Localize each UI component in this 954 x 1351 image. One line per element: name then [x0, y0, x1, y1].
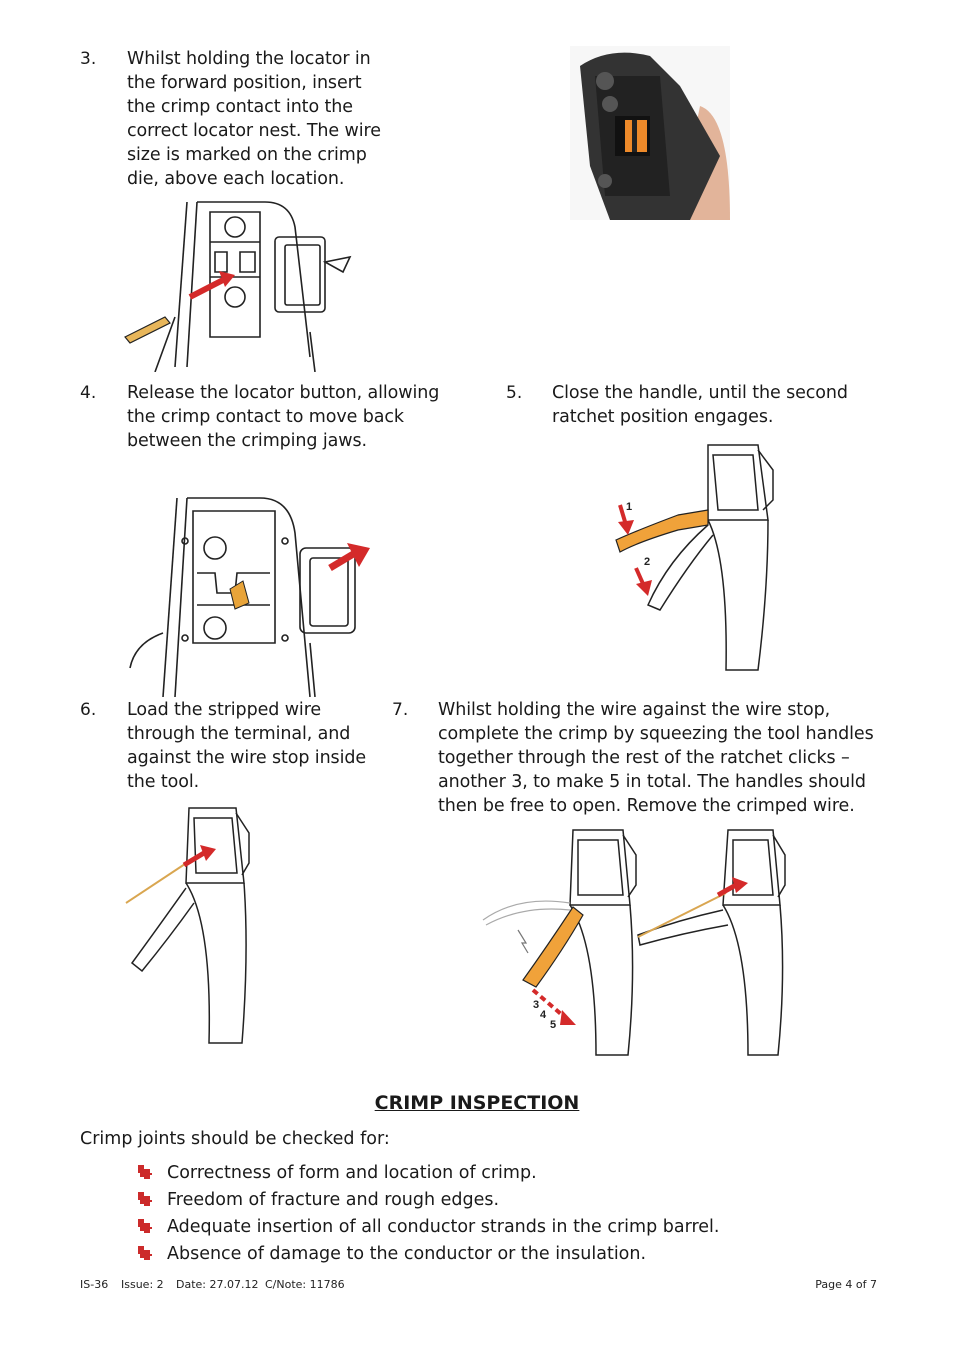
- step-4-line: Release the locator button, allowing: [127, 383, 440, 403]
- step-3-line: die, above each location.: [127, 169, 345, 189]
- footer-page-number: Page 4 of 7: [815, 1278, 877, 1291]
- step-7-line: complete the crimp by squeezing the tool…: [438, 724, 874, 744]
- bullet-text: Adequate insertion of all conductor stra…: [167, 1217, 720, 1237]
- bullet-marker-icon: [138, 1192, 152, 1206]
- arrow-label-5: 5: [550, 1019, 556, 1031]
- step-7-line: Whilst holding the wire against the wire…: [438, 700, 831, 720]
- step-6-line: against the wire stop inside: [127, 748, 367, 768]
- step-4-text: Release the locator button, allowing the…: [127, 381, 439, 453]
- step-3-line: the crimp contact into the: [127, 97, 353, 117]
- step-5-number: 5.: [506, 383, 523, 403]
- step-6-line: Load the stripped wire: [127, 700, 322, 720]
- bullet-marker-icon: [138, 1246, 152, 1260]
- step-7-complete-crimp-diagram: 3 4 5: [482, 829, 786, 1056]
- step-3-line: Whilst holding the locator in: [127, 49, 371, 69]
- step-6-line: the tool.: [127, 772, 200, 792]
- step-7-line: then be free to open. Remove the crimped…: [438, 796, 855, 816]
- step-3-text: Whilst holding the locator in the forwar…: [127, 47, 381, 191]
- footer-issue: Issue: 2: [121, 1278, 164, 1291]
- step-4-line: the crimp contact to move back: [127, 407, 404, 427]
- step-5-handle-diagram: 1 2: [615, 444, 774, 671]
- bullet-marker-icon: [138, 1165, 152, 1179]
- step-7-line: another 3, to make 5 in total. The handl…: [438, 772, 866, 792]
- step-3-line: the forward position, insert: [127, 73, 362, 93]
- step-3-line: correct locator nest. The wire: [127, 121, 381, 141]
- arrow-label-4: 4: [540, 1009, 547, 1021]
- bullet-marker-icon: [138, 1219, 152, 1233]
- arrow-label-1: 1: [626, 501, 632, 513]
- bullet-text: Correctness of form and location of crim…: [167, 1163, 537, 1183]
- step-5-line: Close the handle, until the second: [552, 383, 848, 403]
- step-6-text: Load the stripped wire through the termi…: [127, 698, 366, 794]
- step-6-number: 6.: [80, 700, 97, 720]
- arrow-label-3: 3: [533, 999, 539, 1011]
- step-7-line: together through the rest of the ratchet…: [438, 748, 850, 768]
- step-4-line: between the crimping jaws.: [127, 431, 367, 451]
- step-7-number: 7.: [392, 700, 409, 720]
- step-3-locator-diagram: [124, 201, 352, 372]
- bullet-text: Absence of damage to the conductor or th…: [167, 1244, 647, 1264]
- step-7-text: Whilst holding the wire against the wire…: [438, 698, 874, 818]
- step-3-number: 3.: [80, 49, 97, 69]
- step-4-number: 4.: [80, 383, 97, 403]
- footer-cnote: C/Note: 11786: [265, 1278, 345, 1291]
- step-5-text: Close the handle, until the second ratch…: [552, 381, 848, 429]
- step-3-line: size is marked on the crimp: [127, 145, 367, 165]
- footer-date: Date: 27.07.12: [176, 1278, 259, 1291]
- step-5-line: ratchet position engages.: [552, 407, 774, 427]
- step-6-line: through the terminal, and: [127, 724, 351, 744]
- section-intro: Crimp joints should be checked for:: [80, 1129, 390, 1149]
- step-3-photo: [570, 46, 730, 220]
- step-4-release-diagram: [129, 497, 370, 697]
- arrow-label-2: 2: [644, 556, 650, 568]
- bullet-text: Freedom of fracture and rough edges.: [167, 1190, 500, 1210]
- step-6-wire-load-diagram: [125, 807, 250, 1044]
- footer-doc-id: IS-36: [80, 1278, 109, 1291]
- section-heading: CRIMP INSPECTION: [374, 1092, 580, 1114]
